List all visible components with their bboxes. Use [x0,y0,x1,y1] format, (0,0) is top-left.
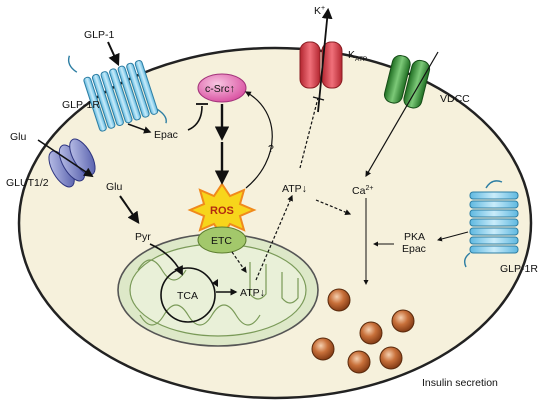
glp1r-right-label: GLP-1R [500,263,538,275]
mitochondrion-icon [117,233,319,347]
insulin-secretion-label: Insulin secretion [422,377,498,389]
pka-label: PKA [404,231,425,243]
glut-label: GLUT1/2 [6,177,49,189]
pyr-label: Pyr [135,231,151,243]
ros-label: ROS [210,205,234,217]
tca-label: TCA [177,290,198,302]
atp-cyto-label: ATP↓ [282,183,307,195]
katp-label: KATP [348,49,367,63]
pathway-arrows [37,7,469,296]
insulin-granule-icon [327,288,351,312]
insulin-granule-icon [347,350,371,374]
insulin-granules [311,288,415,374]
atp-mito-label: ATP↓ [240,287,265,299]
ca-label: Ca2+ [352,185,373,197]
csrc-node [197,73,247,103]
glp1r-receptor-left-icon [67,55,167,132]
vdcc-channel-icon [383,55,431,109]
vdcc-label: VDCC [440,93,470,105]
insulin-granule-icon [391,309,415,333]
csrc-label: c-Src↑ [205,83,235,95]
glu-in-label: Glu [106,181,123,193]
katp-channel-icon [299,41,343,89]
glp1-label: GLP-1 [84,29,115,41]
glp1r-receptor-right-icon [463,180,519,268]
question-label: ? [268,143,274,155]
glp1r-left-label: GLP-1R [62,99,100,111]
insulin-granule-icon [359,321,383,345]
etc-label: ETC [211,235,232,247]
insulin-granule-icon [379,346,403,370]
k-ion-label: K+ [314,5,325,17]
epac-top-label: Epac [154,129,178,141]
insulin-granule-icon [311,337,335,361]
glu-out-label: Glu [10,131,27,143]
etc-complex [197,226,247,254]
epac-right-label: Epac [402,243,426,255]
tca-cycle [160,267,218,323]
